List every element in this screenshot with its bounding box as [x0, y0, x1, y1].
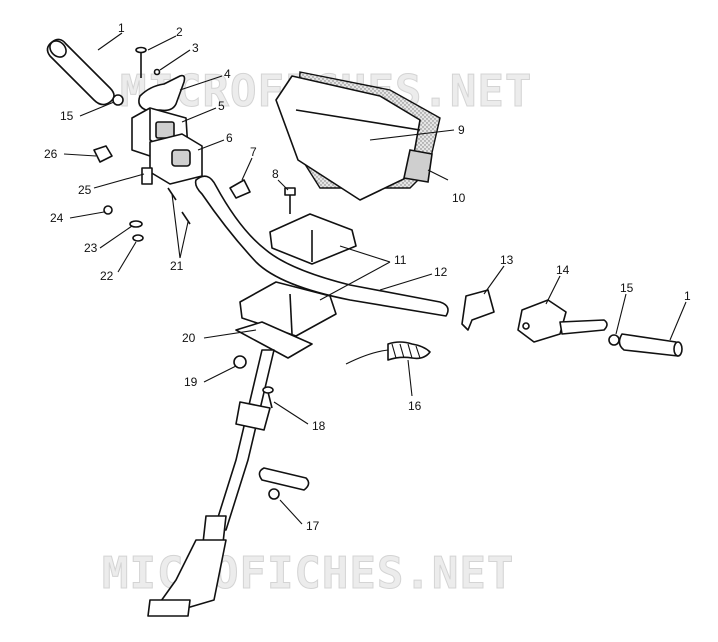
callout-23: 23: [84, 241, 98, 255]
callout-1: 1: [118, 21, 125, 35]
callout-15: 15: [60, 109, 74, 123]
washer-23: [129, 220, 143, 228]
nut-17: [268, 488, 280, 500]
callouts: 1 2 3 4 5 6 7 8 9 10 11 12 13 14 15 1 15…: [44, 21, 691, 533]
clip: [153, 68, 161, 76]
bolt-8: [284, 187, 296, 214]
callout-26: 26: [44, 147, 58, 161]
callout-8: 8: [272, 167, 279, 181]
throttle-lever: [138, 74, 186, 112]
callout-7: 7: [250, 145, 257, 159]
hood: [275, 71, 441, 201]
watermark-bottom: MICROFICHES.NET: [102, 548, 514, 599]
callout-1-right: 1: [684, 289, 691, 303]
bolt-18: [262, 386, 274, 409]
wire-clip: [93, 145, 113, 163]
callout-9: 9: [458, 123, 465, 137]
callout-6: 6: [226, 131, 233, 145]
callout-17: 17: [306, 519, 320, 533]
callout-2: 2: [176, 25, 183, 39]
callout-18: 18: [312, 419, 326, 433]
nut-19: [233, 355, 247, 369]
grip-left: [46, 38, 115, 106]
pin: [135, 46, 147, 78]
callout-20: 20: [182, 331, 196, 345]
callout-11: 11: [394, 253, 407, 267]
clamp-upper: [269, 213, 357, 265]
callout-3: 3: [192, 41, 199, 55]
callout-22: 22: [100, 269, 114, 283]
callout-4: 4: [224, 67, 231, 81]
washer-24: [103, 205, 113, 215]
callout-13: 13: [500, 253, 514, 267]
callout-10: 10: [452, 191, 466, 205]
bushing: [258, 467, 310, 491]
grip-right: [618, 333, 683, 357]
leader-lines: [63, 32, 687, 525]
callout-14: 14: [556, 263, 570, 277]
callout-24: 24: [50, 211, 64, 225]
bracket: [141, 167, 153, 185]
steering-post: [147, 321, 313, 617]
callout-21: 21: [170, 259, 184, 273]
callout-25: 25: [78, 183, 92, 197]
callout-5: 5: [218, 99, 225, 113]
brake-lever: [517, 299, 608, 343]
washer-22: [132, 234, 144, 242]
switch-block: [149, 133, 203, 185]
callout-12: 12: [434, 265, 448, 279]
callout-19: 19: [184, 375, 198, 389]
plug-right: [608, 334, 620, 346]
callout-15-right: 15: [620, 281, 634, 295]
cable-bracket: [461, 289, 495, 331]
coil-cable: [345, 341, 431, 365]
handlebar: [194, 175, 449, 317]
plug-left: [112, 94, 124, 106]
cable-guide: [229, 179, 251, 199]
callout-16: 16: [408, 399, 422, 413]
screws: [167, 187, 191, 225]
